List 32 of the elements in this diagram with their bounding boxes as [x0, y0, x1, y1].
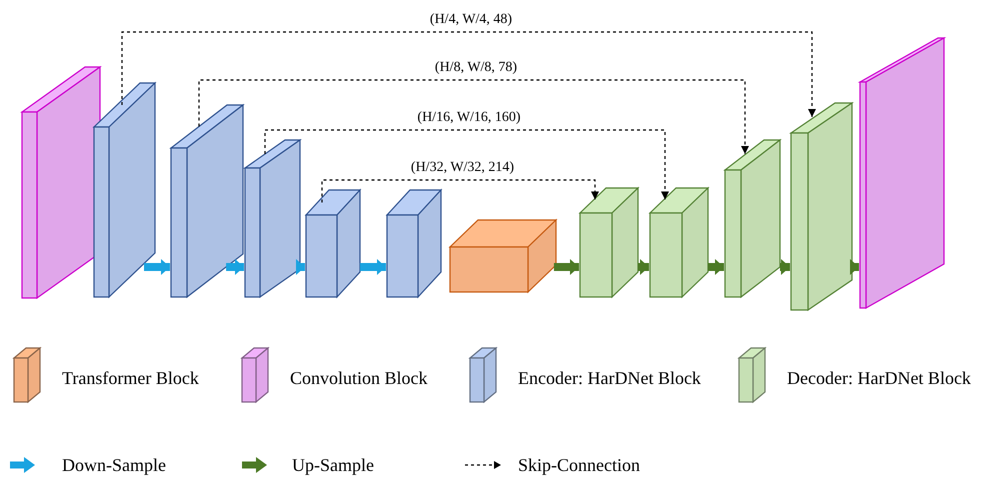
legend-label: Convolution Block [290, 367, 428, 389]
skip-connection-arrow [264, 129, 669, 200]
block-arrow [780, 259, 790, 275]
block-arrow [638, 259, 649, 275]
transformer-block [448, 218, 558, 294]
encoder-block [92, 82, 156, 298]
encoder-block [169, 104, 245, 298]
legend-label: Transformer Block [62, 367, 199, 389]
block-arrow [296, 259, 305, 275]
convolution-block [858, 36, 946, 310]
legend-label: Up-Sample [292, 454, 374, 476]
block-arrow [708, 259, 724, 275]
block-arrow [226, 259, 244, 275]
block-arrow [554, 259, 579, 275]
legend-label: Encoder: HarDNet Block [518, 367, 701, 389]
skip-connection-arrow [198, 79, 749, 154]
encoder-block [386, 188, 442, 299]
block-arrow [850, 259, 859, 275]
decoder-block [723, 138, 782, 298]
encoder-block [304, 188, 362, 299]
decoder-block [648, 186, 710, 298]
skip-connection-arrow [321, 179, 599, 202]
block-arrow [144, 259, 170, 275]
legend-label: Decoder: HarDNet Block [787, 367, 971, 389]
decoder-block [789, 102, 854, 312]
legend-label: Skip-Connection [518, 454, 640, 476]
skip-connection-arrow [121, 31, 816, 117]
encoder-block [243, 138, 302, 298]
block-arrow [360, 259, 386, 275]
convolution-block [20, 66, 102, 300]
decoder-block [578, 186, 640, 298]
legend-label: Down-Sample [62, 454, 166, 476]
